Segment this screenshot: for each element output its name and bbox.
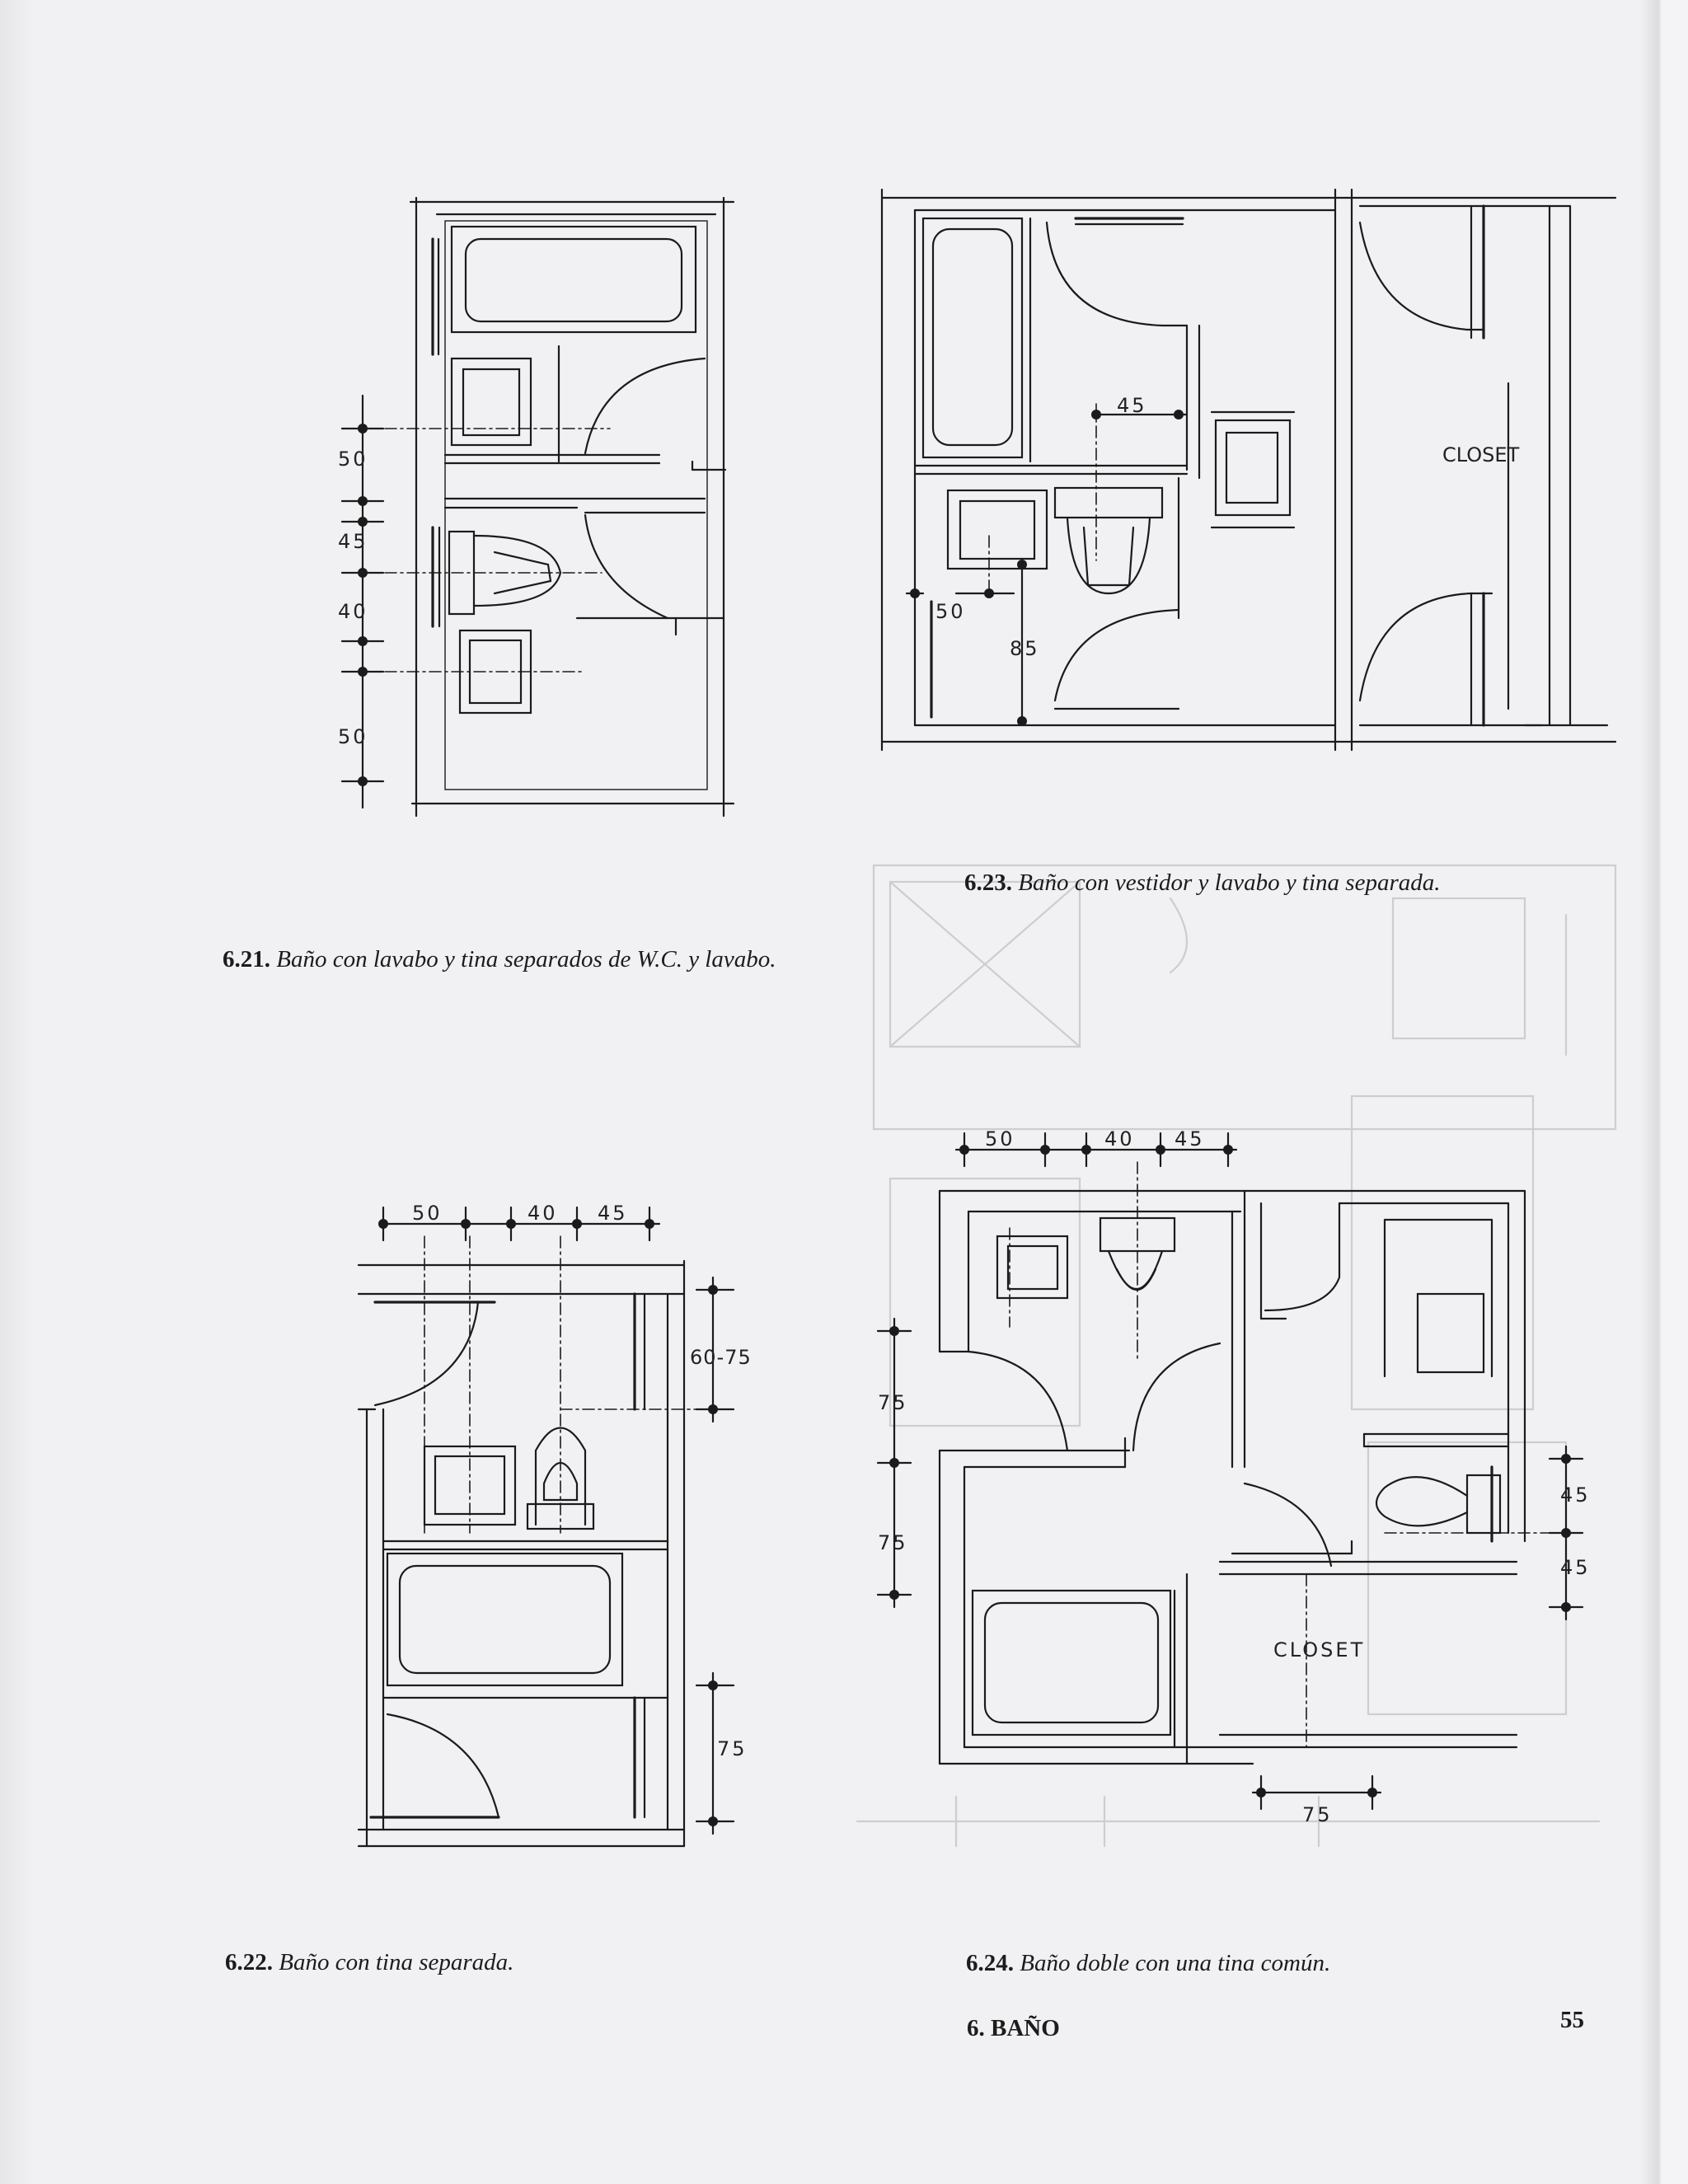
dim-623-b: 50 — [935, 600, 966, 623]
figure-caption: Baño doble con una tina común. — [1020, 1950, 1331, 1976]
figure-number: 6.23. — [964, 869, 1012, 896]
dim-623-c: 85 — [1010, 637, 1040, 660]
figure-caption: Baño con tina separada. — [279, 1949, 514, 1975]
figure-caption: Baño con lavabo y tina separados de W.C.… — [276, 946, 776, 972]
floor-plan-6-22: 50 40 45 60-75 75 — [357, 1202, 752, 1848]
dim-621-c: 40 — [338, 600, 368, 623]
figure-number: 6.24. — [966, 1950, 1014, 1976]
dim-621-d: 50 — [338, 725, 368, 748]
dim-622-c: 45 — [598, 1202, 628, 1225]
page-number: 55 — [1560, 2007, 1584, 2033]
figure-number: 6.22. — [225, 1949, 273, 1975]
floor-plan-6-24: 50 40 45 CLOSET — [876, 1127, 1591, 1826]
dim-624-a: 50 — [985, 1127, 1015, 1151]
dim-623-a: 45 — [1117, 394, 1147, 417]
dim-621-a: 50 — [338, 448, 368, 471]
dim-624-h: 75 — [1302, 1803, 1333, 1826]
caption-6-23: 6.23. Baño con vestidor y lavabo y tina … — [964, 869, 1441, 897]
floor-plan-6-21: 50 45 40 50 — [338, 196, 735, 818]
dim-622-b: 40 — [528, 1202, 558, 1225]
dim-624-e: 75 — [878, 1531, 908, 1554]
figure-caption: Baño con vestidor y lavabo y tina separa… — [1018, 869, 1441, 896]
closet-label-624: CLOSET — [1273, 1638, 1365, 1661]
figure-number: 6.21. — [223, 946, 270, 972]
closet-label-623: CLOSET — [1442, 443, 1520, 466]
floor-plan-6-23: 45 50 85 CLOSET — [880, 188, 1617, 752]
chapter-title: 6. BAÑO — [967, 2015, 1060, 2041]
dim-621-b: 45 — [338, 530, 368, 553]
dim-624-d: 75 — [878, 1391, 908, 1414]
caption-6-22: 6.22. Baño con tina separada. — [225, 1949, 513, 1976]
dim-622-e: 75 — [717, 1737, 748, 1760]
caption-6-24: 6.24. Baño doble con una tina común. — [966, 1950, 1330, 1977]
dim-624-b: 40 — [1104, 1127, 1135, 1151]
bleed-through-drawing — [856, 864, 1617, 1848]
dim-622-a: 50 — [412, 1202, 443, 1225]
dim-622-d: 60-75 — [690, 1346, 752, 1369]
dim-624-g: 45 — [1560, 1556, 1591, 1579]
dim-624-f: 45 — [1560, 1483, 1591, 1507]
dim-624-c: 45 — [1175, 1127, 1205, 1151]
caption-6-21: 6.21. Baño con lavabo y tina separados d… — [223, 946, 776, 973]
